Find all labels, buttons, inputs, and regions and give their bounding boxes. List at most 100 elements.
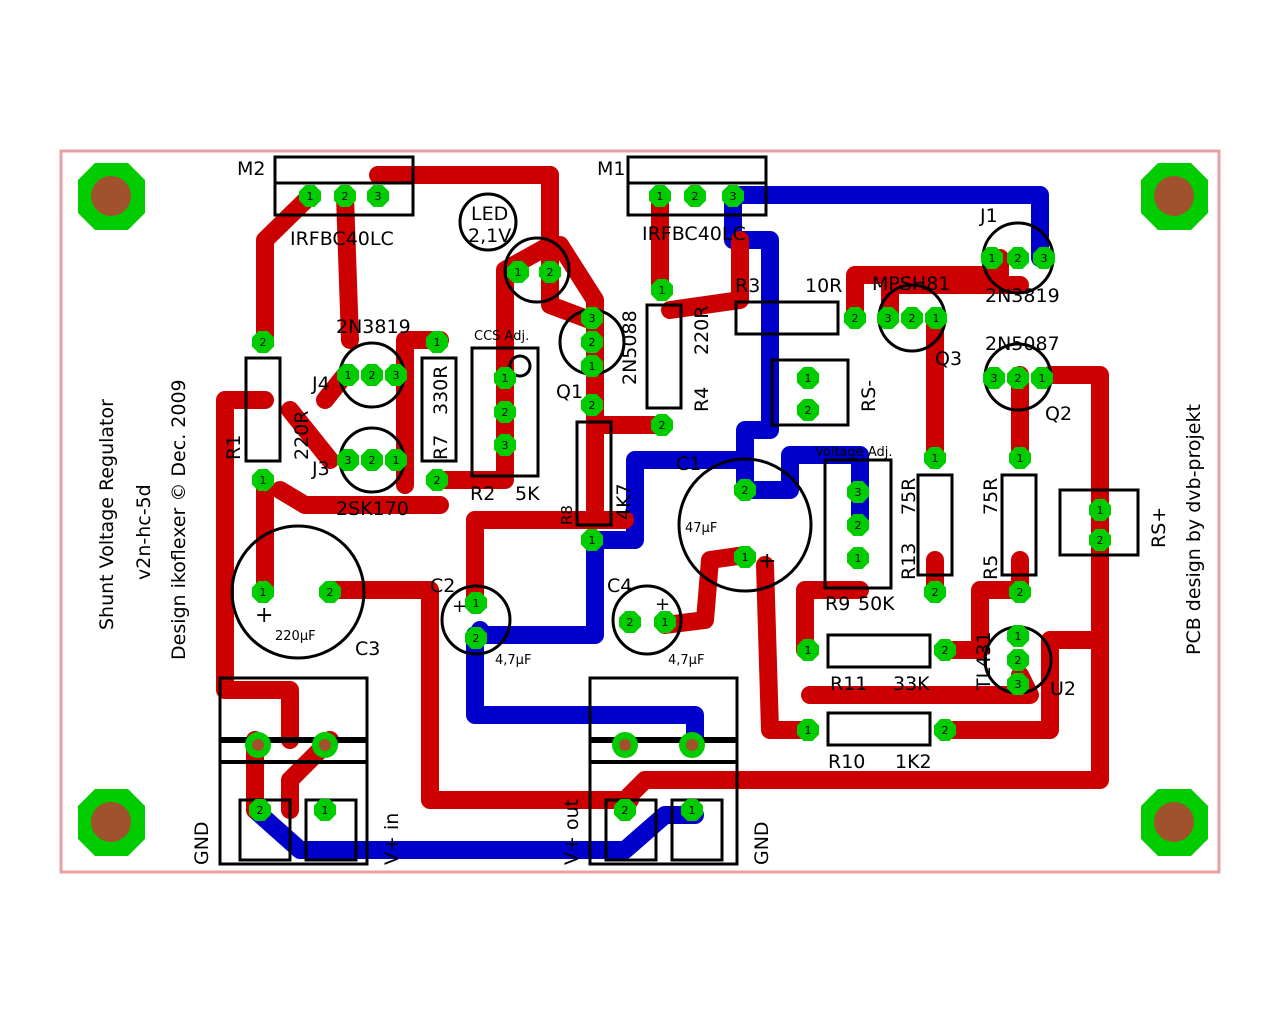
pad-number: 2	[855, 519, 862, 532]
r13-ref: R13	[898, 543, 920, 580]
pad: 2	[361, 449, 383, 471]
pad: 1	[252, 581, 274, 603]
pad: 1	[649, 185, 671, 207]
c2-plus: +	[452, 596, 467, 617]
pad-number: 2	[659, 419, 666, 432]
pad: 2	[249, 799, 271, 821]
pad-number: 2	[547, 266, 554, 279]
input-vin: V+ in	[381, 813, 403, 865]
pad-number: 2	[327, 586, 334, 599]
pad: 2	[684, 185, 706, 207]
pad-number: 2	[942, 644, 949, 657]
pad-number: 2	[1015, 654, 1022, 667]
pad: 3	[1033, 247, 1055, 269]
m2-part: IRFBC40LC	[290, 228, 394, 250]
c4-plus: +	[655, 594, 670, 615]
pad: 2	[734, 479, 756, 501]
pad-number: 1	[589, 360, 596, 373]
pad-number: 3	[1015, 678, 1022, 691]
pad-number: 1	[689, 804, 696, 817]
r10-ref: R10	[828, 751, 865, 773]
pad-number: 2	[1097, 534, 1104, 547]
c4-ref: C4	[607, 575, 632, 597]
q1-ref: Q1	[556, 381, 583, 403]
mounting-hole	[78, 163, 145, 230]
pad: 2	[494, 401, 516, 423]
r2-value: 5K	[515, 483, 540, 505]
pad-number: 2	[627, 616, 634, 629]
pad-number: 3	[885, 312, 892, 325]
pad: 2	[1007, 367, 1029, 389]
pad-number: 1	[1017, 452, 1024, 465]
pad-number: 1	[307, 190, 314, 203]
pad-number: 1	[260, 474, 267, 487]
pad: 1	[1031, 367, 1053, 389]
pad: 1	[797, 639, 819, 661]
pad: 2	[1007, 247, 1029, 269]
pad: 2	[1089, 529, 1111, 551]
pad-number: 1	[473, 597, 480, 610]
mounting-hole	[1141, 163, 1208, 230]
pad: 3	[1007, 673, 1029, 695]
r4-value: 220R	[691, 306, 713, 355]
pad-number: 2	[342, 190, 349, 203]
pad: 3	[385, 364, 407, 386]
r9-label: Voltage Adj.	[815, 445, 893, 460]
pad: 2	[361, 364, 383, 386]
pad-number: 1	[659, 284, 666, 297]
pad: 1	[581, 529, 603, 551]
mounting-hole	[78, 789, 145, 856]
m2-ref: M2	[237, 158, 265, 180]
r2-ref: R2	[470, 483, 495, 505]
pad: 3	[983, 367, 1005, 389]
pad: 2	[465, 627, 487, 649]
pad: 2	[581, 331, 603, 353]
pad: 1	[465, 592, 487, 614]
r5-ref: R5	[980, 555, 1002, 580]
r8-ref: R8	[558, 505, 576, 525]
pad: 2	[934, 719, 956, 741]
rs-minus-ref: RS-	[858, 380, 880, 412]
pad: 1	[651, 279, 673, 301]
r7-ref: R7	[430, 435, 452, 460]
pad: 1	[924, 447, 946, 469]
pad-number: 1	[502, 372, 509, 385]
c3-plus: +	[255, 603, 273, 628]
output-gnd: GND	[751, 821, 773, 865]
pad-number: 1	[805, 372, 812, 385]
pad: 2	[619, 611, 641, 633]
pad-number: 1	[933, 312, 940, 325]
board-title: Shunt Voltage Regulator	[96, 399, 118, 630]
terminal-pads	[245, 732, 705, 758]
r3-ref: R3	[735, 275, 760, 297]
c3-ref: C3	[355, 638, 380, 660]
pad: 2	[426, 469, 448, 491]
mounting-hole	[1141, 789, 1208, 856]
led-line2: 2,1V	[468, 225, 511, 247]
pad-number: 3	[991, 372, 998, 385]
output-vout: V+ out	[561, 799, 583, 865]
pad: 1	[797, 367, 819, 389]
pad: 2	[319, 581, 341, 603]
pad-number: 2	[589, 336, 596, 349]
m1-part: IRFBC40LC	[642, 223, 746, 245]
r11-ref: R11	[830, 673, 867, 695]
q2-part: 2N5087	[985, 333, 1060, 355]
m1-ref: M1	[597, 158, 625, 180]
pad-number: 2	[909, 312, 916, 325]
r8-value: 4K7	[613, 483, 635, 520]
pad: 1	[507, 261, 529, 283]
terminal-pad	[245, 732, 271, 758]
j1-part: 2N3819	[985, 285, 1060, 307]
r3-value: 10R	[805, 275, 842, 297]
pad-number: 2	[1015, 252, 1022, 265]
pad-number: 1	[805, 644, 812, 657]
pad-number: 1	[932, 452, 939, 465]
c1-plus: +	[758, 549, 776, 574]
pad: 3	[877, 307, 899, 329]
pad: 2	[581, 394, 603, 416]
j4-ref: J4	[311, 373, 330, 395]
pad-number: 1	[589, 534, 596, 547]
pad: 1	[981, 247, 1003, 269]
